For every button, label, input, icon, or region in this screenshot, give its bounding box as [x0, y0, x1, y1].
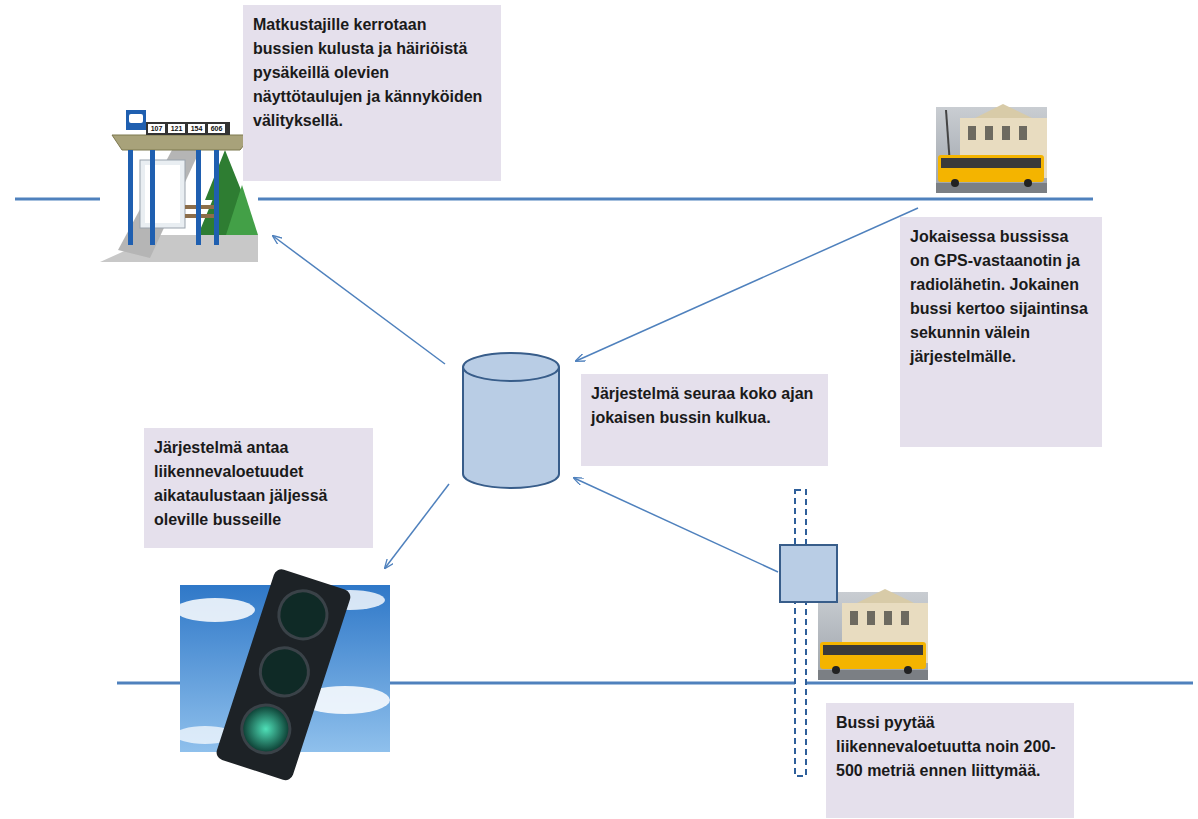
road-line	[15, 199, 1193, 683]
route-number: 107	[148, 124, 165, 133]
text-box: Jokaisessa bussissa on GPS-vastaanotin j…	[900, 217, 1102, 447]
text-box: Bussi pyytää liikennevaloetuutta noin 20…	[826, 703, 1074, 818]
database-cylinder	[463, 353, 559, 488]
route-number: 606	[208, 124, 225, 133]
bus-photo	[936, 104, 1047, 193]
box-text: Bussi pyytää liikennevaloetuutta noin 20…	[836, 711, 1064, 783]
text-box: Järjestelmä seuraa koko ajan jokaisen bu…	[581, 374, 828, 466]
bus-stop-illustration	[100, 110, 258, 262]
box-text: Järjestelmä seuraa koko ajan jokaisen bu…	[591, 382, 818, 430]
route-number: 121	[168, 124, 185, 133]
box-text: Jokaisessa bussissa on GPS-vastaanotin j…	[910, 225, 1092, 369]
text-box: Järjestelmä antaa liikennevaloetuudet ai…	[144, 428, 373, 548]
box-text: Järjestelmä antaa liikennevaloetuudet ai…	[154, 436, 363, 532]
text-box: Matkustajille kerrotaan bussien kulusta …	[243, 5, 501, 181]
box-text: Matkustajille kerrotaan bussien kulusta …	[253, 13, 491, 133]
route-number: 154	[188, 124, 205, 133]
traffic-light-photo	[175, 567, 390, 782]
